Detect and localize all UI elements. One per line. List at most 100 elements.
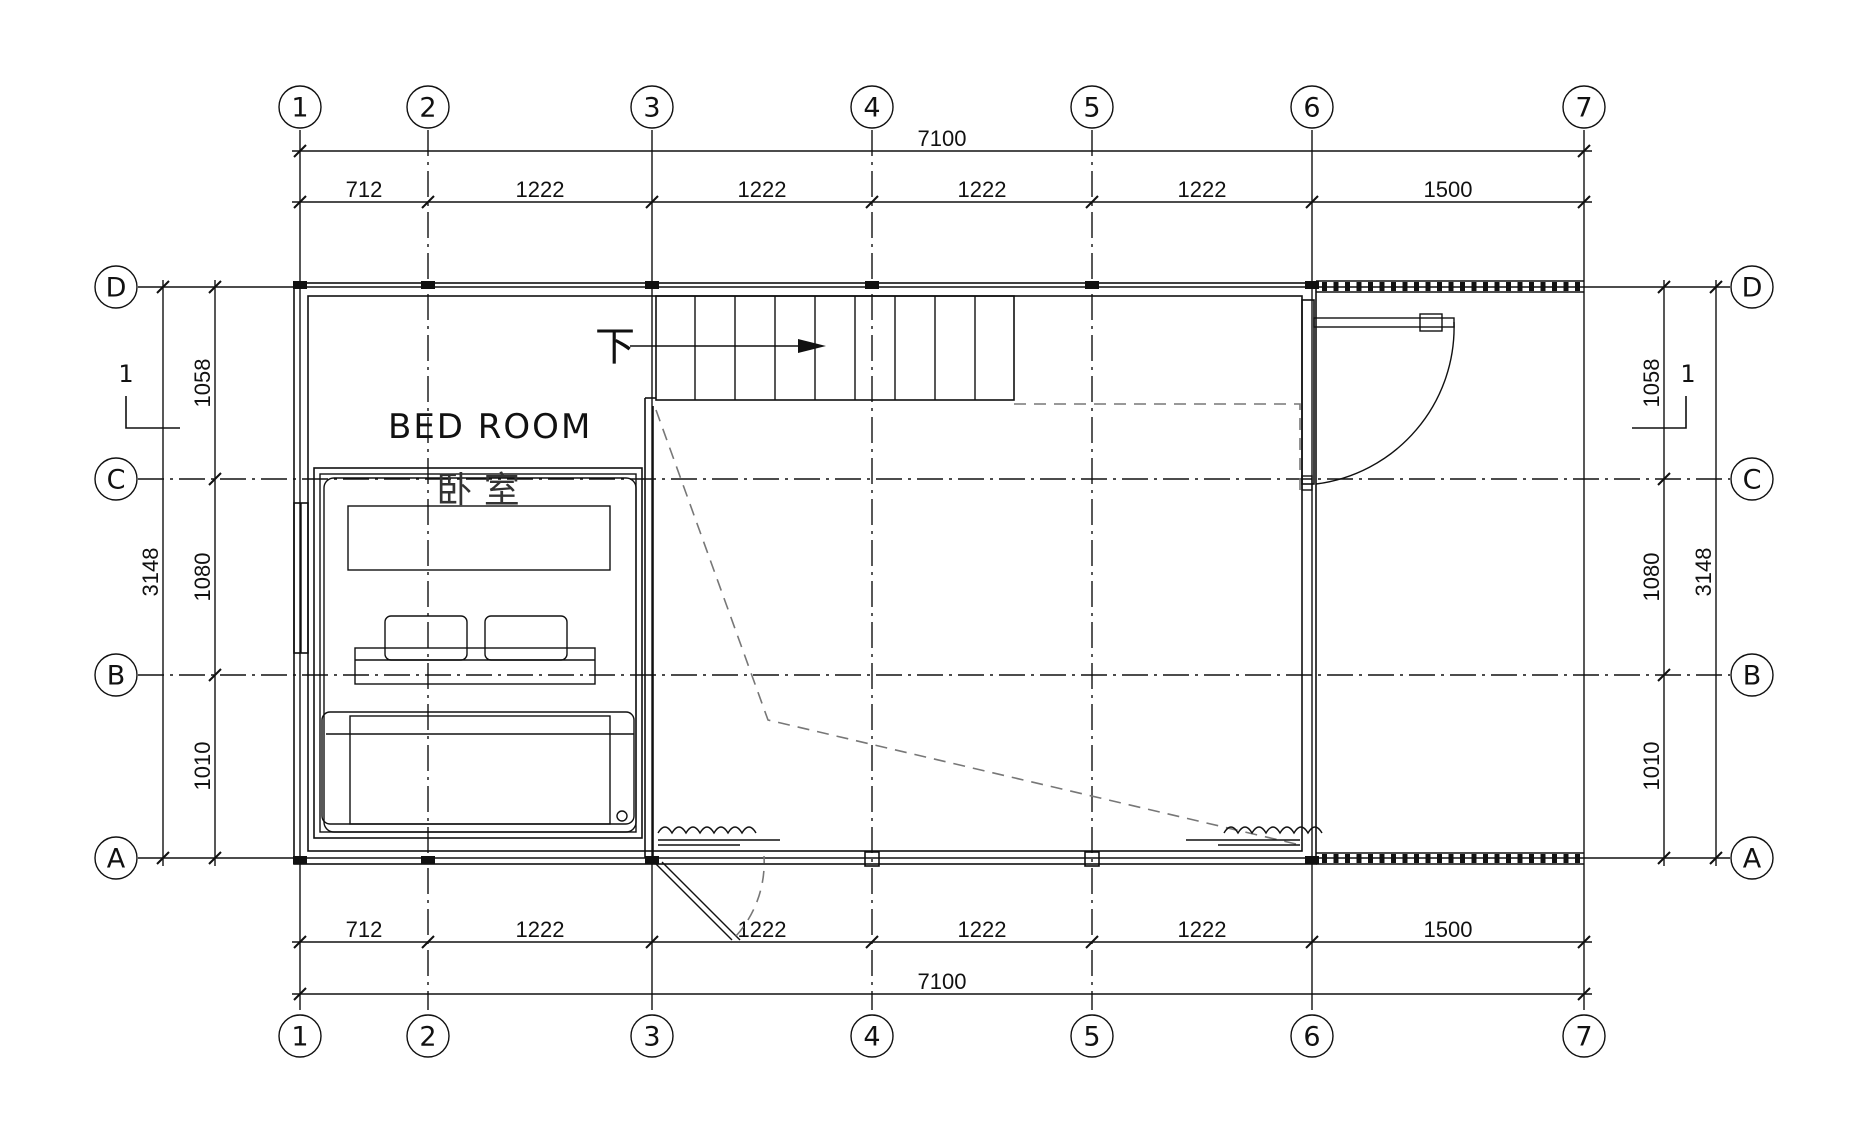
grid-label-6-bottom: 6 (1303, 1022, 1320, 1053)
top-dimension-chain: 7100 712 1222 1222 1222 1222 1500 (292, 126, 1592, 209)
bottom-overall-dimension: 7100 (918, 969, 967, 994)
bottom-dimension-2: 1222 (516, 917, 565, 942)
railing-post (1471, 282, 1477, 291)
grid-label-2-top: 2 (419, 93, 436, 124)
grid-label-A-left: A (107, 844, 126, 875)
top-dimension-1: 712 (346, 177, 383, 202)
section-mark-right: 1 (1632, 360, 1696, 429)
balcony-railings (1316, 280, 1584, 865)
column-bubbles-top: 1 2 3 4 5 6 7 (278, 85, 1606, 129)
railing-post (1345, 854, 1350, 863)
row-bubbles-left: D C B A (94, 265, 138, 880)
grid-label-7-top: 7 (1575, 93, 1592, 124)
bottom-dimension-chain: 712 1222 1222 1222 1222 1500 7100 (292, 917, 1592, 1001)
railing-post (1437, 282, 1442, 291)
railing-post (1333, 854, 1339, 863)
exterior-walls (293, 282, 1317, 865)
curtains (657, 826, 1323, 846)
railing-post (1402, 854, 1408, 863)
railing-post (1356, 854, 1362, 863)
right-overall-dimension: 3148 (1691, 548, 1716, 597)
grid-label-4-bottom: 4 (863, 1022, 880, 1053)
grid-label-3-top: 3 (643, 93, 660, 124)
railing-post (1540, 854, 1546, 863)
railing-post (1529, 854, 1534, 863)
railing-post (1494, 854, 1500, 863)
grid-label-5-top: 5 (1083, 93, 1100, 124)
railing-post (1552, 282, 1557, 291)
left-overall-dimension: 3148 (138, 548, 163, 597)
railing-post (1425, 282, 1431, 291)
grid-label-4-top: 4 (863, 93, 880, 124)
column-markers (293, 281, 1319, 867)
railing-post (1368, 282, 1373, 291)
railing-post (1448, 854, 1454, 863)
grid-label-1-top: 1 (291, 93, 308, 124)
grid-label-B-left: B (107, 661, 126, 692)
railing-post (1414, 282, 1419, 291)
railing-post (1563, 282, 1569, 291)
grid-label-6-top: 6 (1303, 93, 1320, 124)
railing-post (1368, 854, 1373, 863)
column-bubbles-bottom: 1 2 3 4 5 6 7 (278, 1014, 1606, 1058)
right-dimension-chain: 1058 1080 1010 3148 (1639, 280, 1723, 866)
left-dimension-3: 1010 (190, 742, 215, 791)
grid-label-2-bottom: 2 (419, 1022, 436, 1053)
left-dimension-2: 1080 (190, 553, 215, 602)
pillow-left (384, 615, 468, 661)
railing-post (1345, 282, 1350, 291)
railing-post (1391, 282, 1396, 291)
top-overall-dimension: 7100 (918, 126, 967, 151)
railing-post (1379, 282, 1385, 291)
left-dimension-1: 1058 (190, 359, 215, 408)
stair-direction-label: 下 (595, 324, 635, 370)
top-dimension-5: 1222 (1178, 177, 1227, 202)
railing-post (1460, 854, 1465, 863)
railing-post (1402, 282, 1408, 291)
railing-post (1494, 282, 1500, 291)
entry-door (1301, 299, 1455, 491)
grid-label-D-left: D (106, 273, 127, 304)
railing-post (1460, 282, 1465, 291)
railing-post (1575, 282, 1580, 291)
railing-post (1322, 282, 1327, 291)
railing-post (1391, 854, 1396, 863)
bedroom-partition (644, 397, 656, 858)
grid-label-5-bottom: 5 (1083, 1022, 1100, 1053)
top-dimension-2: 1222 (516, 177, 565, 202)
grid-label-C-left: C (107, 465, 126, 496)
dashed-void-outline (655, 403, 1301, 845)
bottom-dimension-1: 712 (346, 917, 383, 942)
grid-label-1-bottom: 1 (291, 1022, 308, 1053)
grid-label-A-right: A (1743, 844, 1762, 875)
railing-post (1575, 854, 1580, 863)
left-dimension-chain: 3148 1058 1080 1010 (138, 280, 222, 866)
row-bubbles-right: D C B A (1730, 265, 1774, 880)
railing-post (1540, 282, 1546, 291)
railing-post (1448, 282, 1454, 291)
railing-post (1563, 854, 1569, 863)
bottom-door-swing (653, 855, 765, 941)
railing-post (1322, 854, 1327, 863)
railing-post (1552, 854, 1557, 863)
railing-post (1414, 854, 1419, 863)
railing-post (1529, 282, 1534, 291)
grid-label-C-right: C (1743, 465, 1762, 496)
railing-post (1425, 854, 1431, 863)
stair: 下 (595, 295, 1015, 401)
railing-post (1517, 282, 1523, 291)
bottom-dimension-5: 1222 (1178, 917, 1227, 942)
bed (313, 467, 643, 839)
section-mark-left-label: 1 (118, 360, 133, 388)
stair-arrow-icon (798, 339, 826, 353)
railing-post (1333, 282, 1339, 291)
room-name-en: BED ROOM (388, 407, 592, 447)
railing-post (1483, 282, 1488, 291)
pillow-right (484, 615, 568, 661)
grid-label-3-bottom: 3 (643, 1022, 660, 1053)
bottom-dimension-4: 1222 (958, 917, 1007, 942)
bottom-dimension-3: 1222 (738, 917, 787, 942)
grid-label-D-right: D (1742, 273, 1763, 304)
section-mark-left: 1 (118, 360, 180, 429)
railing-post (1506, 854, 1511, 863)
